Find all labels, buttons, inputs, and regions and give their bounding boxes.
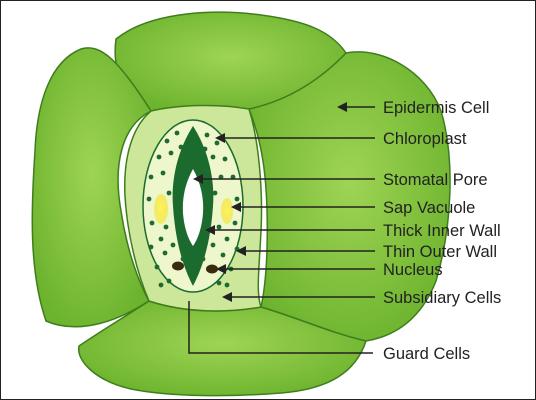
chloroplast-dot <box>169 151 174 156</box>
chloroplast-dot <box>175 131 180 136</box>
chloroplast-dot <box>217 281 222 286</box>
sap-vacuole-left <box>154 194 168 224</box>
chloroplast-dot <box>225 237 230 242</box>
chloroplast-dot <box>164 225 169 230</box>
label-guard-cells: Guard Cells <box>383 345 470 363</box>
chloroplast-dot <box>159 283 164 288</box>
chloroplast-dot <box>201 257 206 262</box>
chloroplast-dot <box>147 197 152 202</box>
chloroplast-dot <box>181 257 186 262</box>
chloroplast-dot <box>203 147 208 152</box>
chloroplast-dot <box>223 157 228 162</box>
chloroplast-dot <box>149 175 154 180</box>
label-nucleus: Nucleus <box>383 261 443 279</box>
chloroplast-dot <box>235 197 240 202</box>
chloroplast-dot <box>161 171 166 176</box>
chloroplast-dot <box>213 191 218 196</box>
label-subsidiary-cells: Subsidiary Cells <box>383 289 501 307</box>
chloroplast-dot <box>217 225 222 230</box>
chloroplast-dot <box>157 155 162 160</box>
chloroplast-dot <box>205 133 210 138</box>
chloroplast-dot <box>211 155 216 160</box>
sap-vacuole-right <box>221 198 233 224</box>
label-stomatal-pore: Stomatal Pore <box>383 171 488 189</box>
chloroplast-dot <box>171 243 176 248</box>
chloroplast-dot <box>159 237 164 242</box>
chloroplast-dot <box>211 243 216 248</box>
chloroplast-dot <box>215 141 220 146</box>
chloroplast-dot <box>225 283 230 288</box>
chloroplast-dot <box>233 221 238 226</box>
chloroplast-dot <box>221 253 226 258</box>
label-sap-vacuole: Sap Vacuole <box>383 199 475 217</box>
label-chloroplast: Chloroplast <box>383 130 467 148</box>
chloroplast-dot <box>177 167 182 172</box>
chloroplast-dot <box>179 145 184 150</box>
chloroplast-dot <box>167 279 172 284</box>
chloroplast-dot <box>163 251 168 256</box>
guard-cells <box>143 120 243 292</box>
chloroplast-dot <box>149 245 154 250</box>
chloroplast-dot <box>155 265 160 270</box>
nucleus-left <box>172 262 184 271</box>
label-thin-outer-wall: Thin Outer Wall <box>383 243 497 261</box>
label-epidermis-cell: Epidermis Cell <box>383 99 489 117</box>
chloroplast-dot <box>150 221 155 226</box>
chloroplast-dot <box>167 191 172 196</box>
chloroplast-dot <box>165 139 170 144</box>
label-thick-inner-wall: Thick Inner Wall <box>383 222 501 240</box>
chloroplast-dot <box>205 169 210 174</box>
